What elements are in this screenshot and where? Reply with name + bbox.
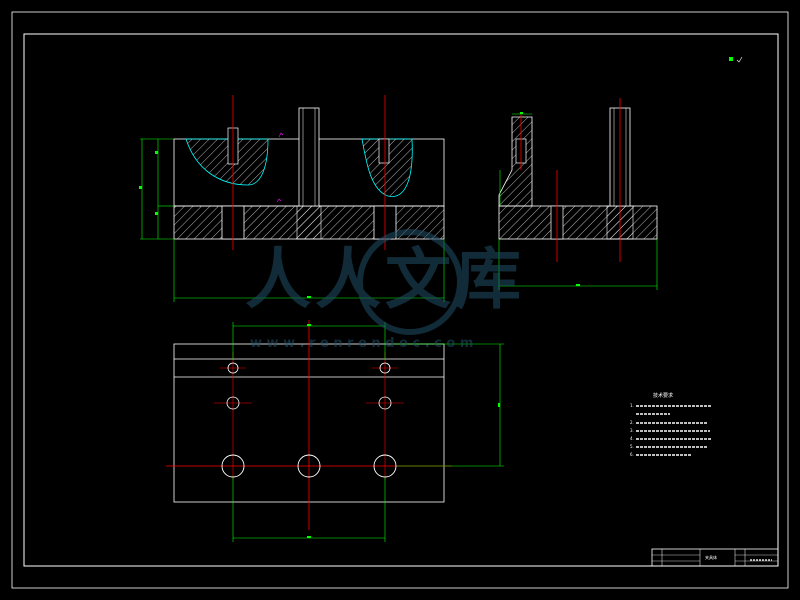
- technical-notes-title: 技术要求: [653, 392, 673, 399]
- watermark-title: 人人文库: [245, 241, 525, 318]
- watermark: 人人文库 w w w . r e n r e n d o c . c o m: [245, 229, 525, 351]
- technical-notes: 技术要求 1. 2. 3. 4. 5. 6.: [630, 392, 712, 457]
- technical-note-2: 2.: [630, 420, 634, 425]
- technical-note-4: 4.: [630, 436, 634, 441]
- front-view: [139, 95, 445, 302]
- watermark-url: w w w . r e n r e n d o c . c o m: [250, 336, 473, 351]
- technical-note-3: 3.: [630, 428, 634, 433]
- technical-note-5: 5.: [630, 444, 634, 449]
- top-view: [166, 320, 504, 542]
- side-view: [498, 98, 658, 290]
- sheet-inner-border: [23, 33, 779, 567]
- technical-note-1: 1.: [630, 403, 634, 408]
- technical-note-6: 6.: [630, 452, 634, 457]
- sheet-outer-border: [11, 11, 789, 589]
- roughness-symbol: [729, 56, 743, 63]
- watermark-logo-ring: [357, 229, 463, 335]
- title-block: 夹具体: [651, 548, 779, 567]
- title-block-part-name: 夹具体: [705, 554, 717, 560]
